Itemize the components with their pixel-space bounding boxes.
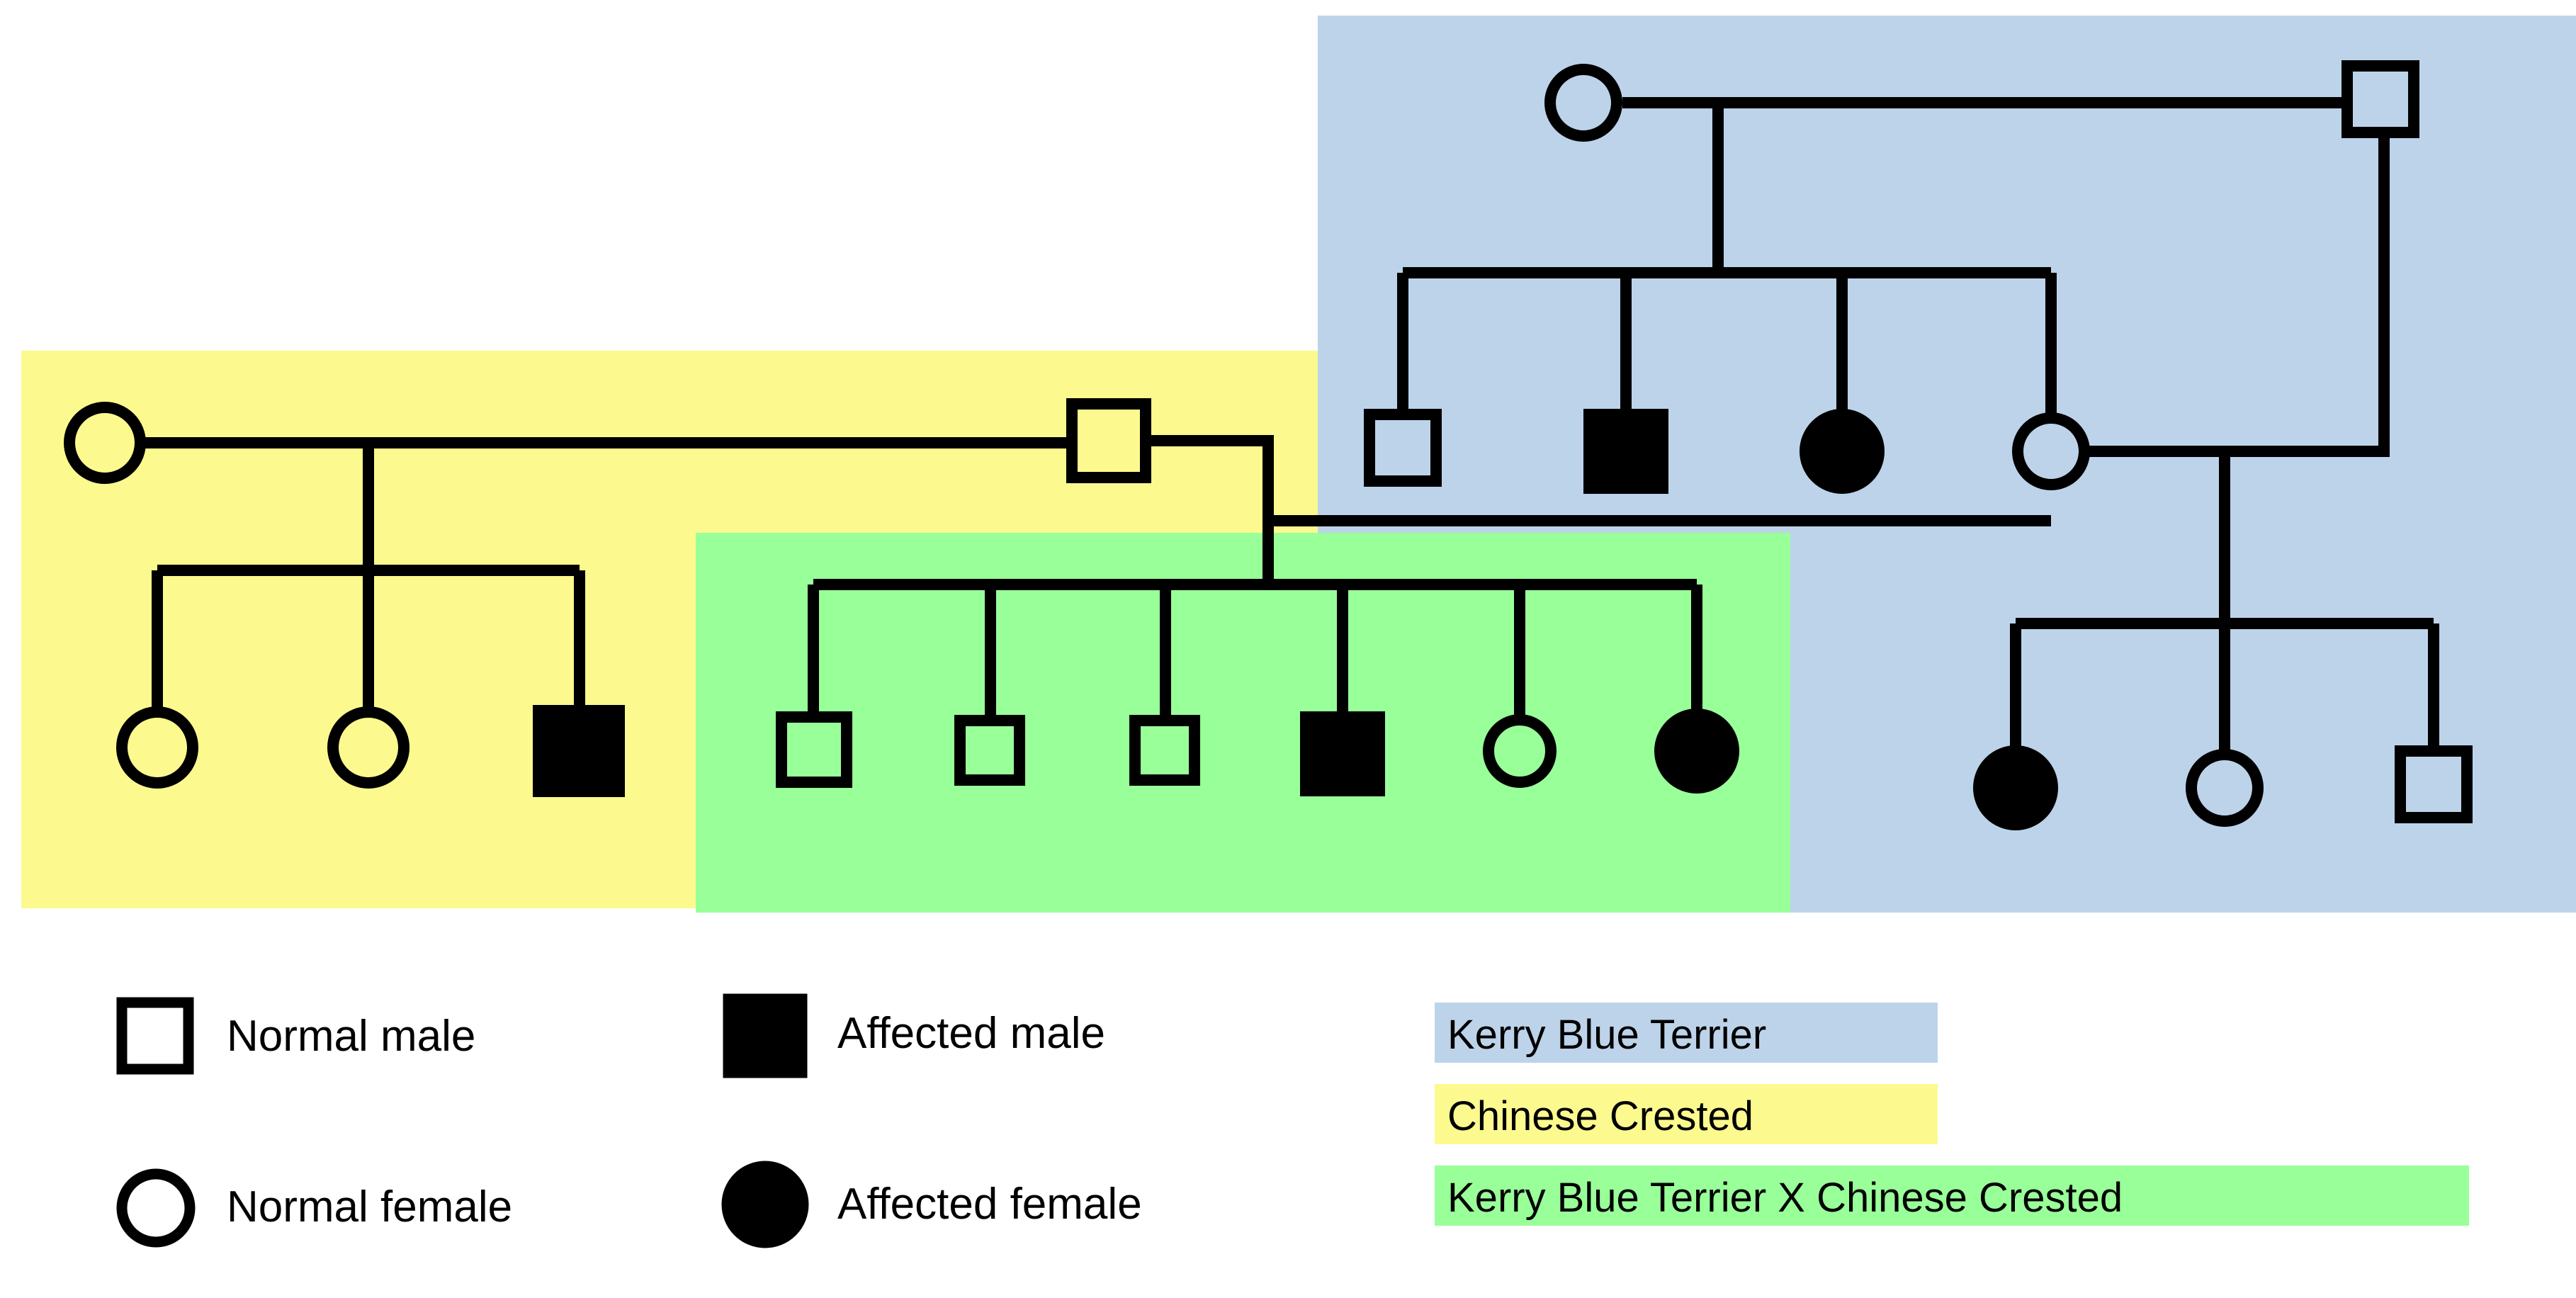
individual-kb-f0-female[interactable] [1544, 64, 1622, 142]
legend-label-affected-female: Affected female [837, 1180, 1142, 1229]
individual-kb-f2-female-affected[interactable] [1973, 745, 2058, 830]
individual-x-f1-male-normal-3[interactable] [1129, 715, 1200, 786]
legend-swatch-kerry [1435, 1003, 1938, 1063]
legend-affected-male-icon [723, 993, 808, 1078]
individual-kb-f1-female-affected[interactable] [1800, 409, 1885, 494]
individual-kb-f1-male-affected[interactable] [1583, 409, 1668, 494]
individual-cc-f1-female-normal-2[interactable] [327, 706, 409, 789]
legend-normal-male-icon [116, 997, 194, 1075]
legend-label-normal-male: Normal male [227, 1012, 476, 1061]
individual-cc-f0-male[interactable] [1066, 398, 1151, 483]
individual-x-f1-male-normal-1[interactable] [776, 711, 852, 788]
individual-kb-f0-male[interactable] [2341, 60, 2419, 138]
individual-kb-f1-male-normal[interactable] [1364, 409, 1442, 487]
individual-kb-f2-male-normal[interactable] [2395, 745, 2473, 823]
legend-label-cross: Kerry Blue Terrier X Chinese Crested [1447, 1175, 2123, 1221]
individual-cc-f0-female[interactable] [64, 402, 146, 484]
individual-cc-f1-male-affected[interactable] [533, 705, 625, 797]
individual-kb-f2-female-normal[interactable] [2186, 749, 2264, 827]
individual-x-f1-male-affected[interactable] [1300, 711, 1385, 796]
individual-symbols [64, 60, 2473, 830]
individual-cc-f1-female-normal-1[interactable] [116, 706, 198, 789]
legend-symbols [116, 993, 809, 1248]
chinese-crested-lines [144, 437, 1072, 711]
legend-affected-female-icon [721, 1161, 809, 1248]
region-cross [696, 533, 1790, 913]
mating-line-kerry-gen2 [2088, 136, 2390, 457]
individual-kb-f1-female-normal[interactable] [2012, 412, 2090, 490]
individual-x-f1-male-normal-2[interactable] [954, 715, 1025, 786]
legend-swatch-crested [1435, 1084, 1938, 1144]
legend-label-normal-female: Normal female [227, 1183, 513, 1231]
kerry-blue-lines [1397, 97, 2439, 751]
individual-x-f1-female-affected[interactable] [1654, 709, 1739, 794]
legend-normal-female-icon [116, 1168, 196, 1248]
legend-label-chinese-crested: Chinese Crested [1447, 1093, 1753, 1139]
individual-x-f1-female-normal[interactable] [1483, 714, 1557, 788]
legend-swatch-cross [1435, 1166, 2469, 1226]
cross-lines [808, 435, 2051, 717]
legend-label-kerry-blue-terrier: Kerry Blue Terrier [1447, 1012, 1767, 1058]
legend-breed-swatches [1435, 1003, 2469, 1226]
mating-line-cross [1146, 435, 2051, 526]
legend-label-affected-male: Affected male [837, 1009, 1105, 1058]
